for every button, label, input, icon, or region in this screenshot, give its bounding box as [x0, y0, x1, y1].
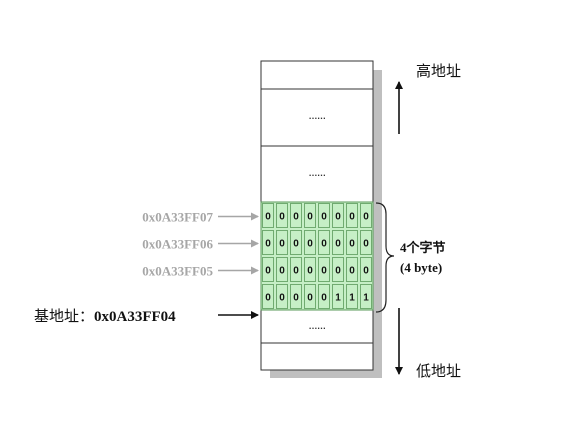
bit-cell	[360, 257, 372, 282]
bit-value: 1	[363, 293, 369, 304]
bit-value: 0	[279, 266, 285, 277]
bit-cell	[346, 284, 358, 309]
bit-cell	[360, 284, 372, 309]
high-address-label: 高地址	[416, 63, 461, 80]
bit-value: 0	[279, 293, 285, 304]
bit-value: 0	[265, 239, 271, 250]
bit-cell	[318, 230, 330, 255]
bit-value: 0	[321, 239, 327, 250]
bit-cell	[276, 257, 288, 282]
ellipsis-middle: ……	[309, 168, 326, 178]
bit-value: 0	[265, 293, 271, 304]
bit-value: 0	[335, 212, 341, 223]
bit-value: 0	[307, 212, 313, 223]
byte-count-label-en: (4 byte)	[400, 260, 442, 275]
base-address-label: 基地址：0x0A33FF04	[34, 308, 176, 325]
bit-cell	[318, 203, 330, 228]
bit-value: 0	[293, 266, 299, 277]
bit-value: 0	[321, 293, 327, 304]
bit-cell	[304, 203, 316, 228]
bit-value: 0	[363, 239, 369, 250]
bit-cell	[346, 230, 358, 255]
bit-cell	[332, 257, 344, 282]
bit-cell	[262, 230, 274, 255]
byte-range-brace	[375, 202, 395, 313]
bit-cell	[276, 230, 288, 255]
bit-cell	[262, 257, 274, 282]
bit-value: 0	[265, 212, 271, 223]
bit-value: 0	[293, 293, 299, 304]
bit-cell	[276, 203, 288, 228]
bit-value: 1	[349, 293, 355, 304]
bit-cell	[332, 230, 344, 255]
bit-value: 0	[349, 239, 355, 250]
ellipsis-lower: ……	[309, 321, 326, 331]
bit-cell	[290, 203, 302, 228]
bit-value: 0	[293, 239, 299, 250]
bit-value: 0	[349, 212, 355, 223]
bit-cell	[332, 203, 344, 228]
bit-cell	[276, 284, 288, 309]
bit-value: 0	[279, 239, 285, 250]
bit-value: 0	[321, 266, 327, 277]
bit-cell	[290, 284, 302, 309]
low-address-label: 低地址	[416, 363, 461, 380]
bit-cell	[304, 230, 316, 255]
bit-value: 0	[265, 266, 271, 277]
bit-value: 0	[335, 266, 341, 277]
ellipsis-upper: ……	[309, 111, 326, 121]
byte-address-label: 0x0A33FF06	[142, 237, 213, 252]
bit-value: 0	[321, 212, 327, 223]
bit-cell	[318, 257, 330, 282]
bit-cell	[360, 203, 372, 228]
base-address-value: 0x0A33FF04	[94, 309, 176, 325]
bit-cell	[304, 284, 316, 309]
bit-value: 0	[363, 266, 369, 277]
bit-value: 0	[363, 212, 369, 223]
bit-cell	[262, 284, 274, 309]
bit-cell	[346, 203, 358, 228]
bit-cell	[346, 257, 358, 282]
bit-cell	[360, 230, 372, 255]
bit-value: 0	[349, 266, 355, 277]
byte-address-label: 0x0A33FF05	[142, 264, 213, 279]
bit-cell	[304, 257, 316, 282]
bit-value: 0	[307, 239, 313, 250]
bit-value: 0	[307, 266, 313, 277]
bit-cell	[290, 257, 302, 282]
bit-value: 0	[307, 293, 313, 304]
byte-count-label: 4个字节	[400, 240, 446, 255]
bit-value: 0	[279, 212, 285, 223]
base-address-prefix: 基地址：	[34, 308, 94, 325]
bit-value: 0	[335, 239, 341, 250]
bit-value: 1	[335, 293, 341, 304]
bit-cell	[332, 284, 344, 309]
bit-cell	[262, 203, 274, 228]
bit-cell	[290, 230, 302, 255]
bit-cell	[318, 284, 330, 309]
address-labels: 0x0A33FF07 0x0A33FF06 0x0A33FF05	[142, 210, 259, 279]
byte-address-label: 0x0A33FF07	[142, 210, 213, 225]
bit-value: 0	[293, 212, 299, 223]
